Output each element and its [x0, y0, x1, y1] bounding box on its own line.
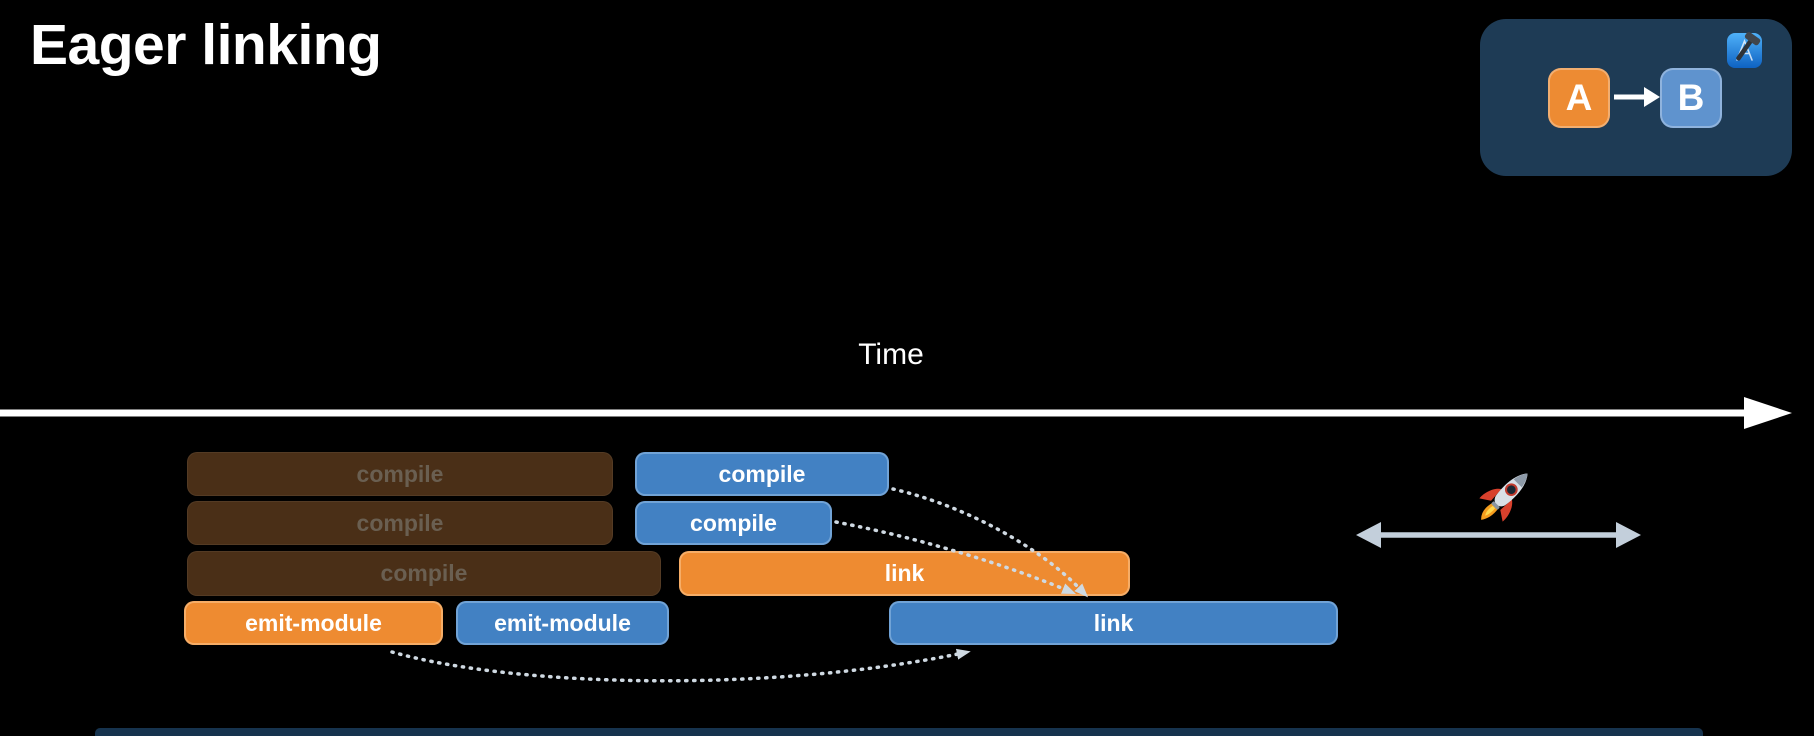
- task-bar-compile: compile: [187, 452, 613, 496]
- xcode-app-icon: [1727, 31, 1762, 68]
- module-a-label: A: [1565, 77, 1593, 118]
- rocket-icon: [1479, 473, 1528, 522]
- dependency-arrow-3: [390, 648, 971, 683]
- time-axis-arrow: [0, 397, 1792, 429]
- bottom-accent-bar: [95, 728, 1703, 736]
- module-b-box: B: [1660, 68, 1722, 128]
- task-bar-compile: compile: [635, 501, 832, 545]
- double-headed-arrow: [1356, 522, 1641, 548]
- slide-title: Eager linking: [30, 13, 382, 77]
- hammer-icon: [1736, 31, 1761, 61]
- task-bar-link: link: [889, 601, 1338, 645]
- task-bar-compile: compile: [187, 501, 613, 545]
- task-bar-compile: compile: [635, 452, 889, 496]
- time-axis-arrowhead: [1744, 397, 1792, 429]
- module-b-label: B: [1677, 77, 1705, 118]
- module-dependency-badge: A B: [1480, 19, 1792, 176]
- task-bar-compile: compile: [187, 551, 661, 596]
- depends-on-arrow-icon: [1614, 87, 1660, 107]
- task-bar-emit-module: emit-module: [184, 601, 443, 645]
- time-axis-label: Time: [858, 338, 924, 371]
- task-bar-emit-module: emit-module: [456, 601, 669, 645]
- module-a-box: A: [1548, 68, 1610, 128]
- task-bar-link: link: [679, 551, 1130, 596]
